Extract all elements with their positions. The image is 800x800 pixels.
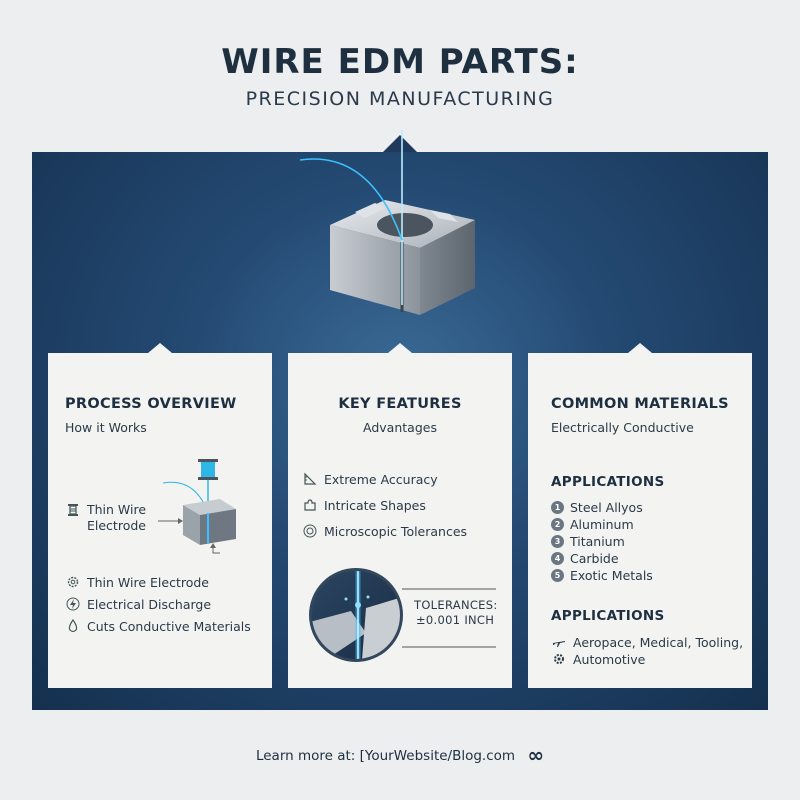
features-subheading: Advantages: [363, 420, 437, 435]
drop-icon: [65, 618, 81, 634]
key-features-card: KEY FEATURES Advantages Extreme Accuracy…: [288, 343, 512, 688]
edm-block-illustration: [299, 130, 475, 315]
number-badge: 2: [551, 518, 564, 531]
process-diagram: [158, 459, 236, 554]
applications-text: Aeropace, Medical, Tooling,: [573, 634, 744, 650]
tolerance-label-2: ±0.001 INCH: [416, 613, 495, 627]
material-label: Titanium: [570, 534, 625, 549]
material-item-1: 1 Steel Allyos: [551, 500, 643, 515]
diagram-label: Thin Wire Electrode: [65, 502, 146, 534]
card-tab: [388, 343, 412, 353]
materials-subheading: Electrically Conductive: [551, 420, 694, 435]
diagram-label-line1: Thin Wire: [87, 502, 147, 517]
material-item-3: 3 Titanium: [551, 534, 625, 549]
gear-icon: [551, 651, 567, 667]
footer: Learn more at: [YourWebsite/Blog.com ∞: [0, 743, 800, 767]
tolerance-magnifier: [309, 568, 496, 662]
page-title: WIRE EDM PARTS:: [221, 42, 579, 82]
diagram-label-line2: Electrode: [87, 518, 146, 533]
material-item-2: 2 Aluminum: [551, 517, 634, 532]
feature-item-1: Extreme Accuracy: [302, 471, 438, 487]
feature-item-label: Microscopic Tolerances: [324, 523, 468, 539]
material-label: Steel Allyos: [570, 500, 643, 515]
material-label: Exotic Metals: [570, 568, 653, 583]
airplane-icon: [551, 634, 567, 650]
process-heading: PROCESS OVERVIEW: [65, 396, 237, 412]
applications-line-2: Automotive: [551, 651, 645, 667]
target-icon: [302, 523, 318, 539]
feature-item-label: Intricate Shapes: [324, 497, 426, 513]
feature-item-2: Intricate Shapes: [302, 497, 426, 513]
number-badge: 1: [551, 501, 564, 514]
applications-heading-2: APPLICATIONS: [551, 608, 665, 624]
process-item-label: Cuts Conductive Materials: [87, 618, 251, 634]
page-subtitle: PRECISION MANUFACTURING: [245, 88, 555, 110]
features-heading: KEY FEATURES: [338, 396, 462, 412]
material-item-4: 4 Carbide: [551, 551, 619, 566]
tolerance-label-1: TOLERANCES:: [414, 598, 498, 612]
footer-link-text[interactable]: Learn more at: [YourWebsite/Blog.com: [255, 748, 516, 764]
material-item-5: 5 Exotic Metals: [551, 568, 653, 583]
materials-heading: COMMON MATERIALS: [551, 396, 729, 412]
lightning-icon: [65, 596, 81, 612]
process-item-3: Cuts Conductive Materials: [65, 618, 251, 634]
applications-text: Automotive: [573, 651, 646, 667]
common-materials-card: COMMON MATERIALS Electrically Conductive…: [528, 343, 752, 688]
feature-item-3: Microscopic Tolerances: [302, 523, 467, 539]
material-label: Aluminum: [570, 517, 634, 532]
puzzle-icon: [302, 497, 318, 513]
process-subheading: How it Works: [65, 420, 147, 435]
process-item-1: Thin Wire Electrode: [65, 574, 209, 590]
infinity-icon: ∞: [527, 743, 545, 767]
applications-heading-1: APPLICATIONS: [551, 474, 665, 490]
card-tab: [148, 343, 172, 353]
card-tab: [628, 343, 652, 353]
number-badge: 4: [551, 552, 564, 565]
number-badge: 3: [551, 535, 564, 548]
ruler-icon: [302, 471, 318, 487]
process-item-label: Thin Wire Electrode: [87, 574, 209, 590]
gear-icon: [65, 574, 81, 590]
applications-line-1: Aeropace, Medical, Tooling,: [551, 634, 743, 650]
spool-icon: [65, 502, 81, 518]
process-item-2: Electrical Discharge: [65, 596, 211, 612]
process-item-label: Electrical Discharge: [87, 596, 212, 612]
material-label: Carbide: [570, 551, 619, 566]
number-badge: 5: [551, 569, 564, 582]
process-overview-card: PROCESS OVERVIEW How it Works Thin Wire …: [48, 343, 272, 688]
feature-item-label: Extreme Accuracy: [324, 471, 438, 487]
